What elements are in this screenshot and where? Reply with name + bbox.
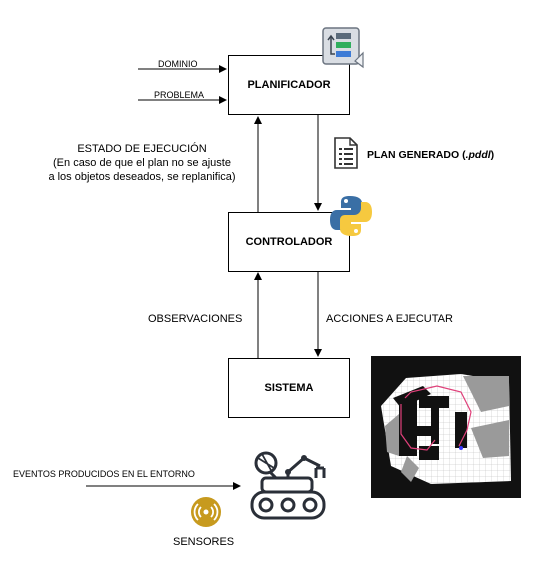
problema-label: PROBLEMA (154, 90, 205, 100)
controlador-box: CONTROLADOR (228, 212, 350, 272)
sistema-box: SISTEMA (228, 358, 350, 418)
acciones-label: ACCIONES A EJECUTAR (326, 313, 453, 325)
planner-flowchart-icon (322, 27, 364, 69)
estado-line-2: (En caso de que el plan no se ajuste (53, 157, 231, 169)
plan-generado-label: PLAN GENERADO (.pddl) (367, 148, 494, 162)
planificador-label: PLANIFICADOR (247, 79, 331, 91)
estado-ejecucion-label: ESTADO DE EJECUCIÓN (En caso de que el p… (30, 142, 254, 184)
planificador-box: PLANIFICADOR (228, 55, 350, 115)
rover-robot-icon (250, 451, 326, 520)
sistema-label: SISTEMA (264, 382, 314, 394)
plan-generado-suffix: ) (490, 149, 495, 161)
document-icon (334, 137, 358, 169)
eventos-label: EVENTOS PRODUCIDOS EN EL ENTORNO (13, 469, 195, 479)
estado-line-1: ESTADO DE EJECUCIÓN (77, 143, 207, 155)
python-logo-icon (330, 196, 372, 236)
plan-generado-ext: .pddl (465, 149, 491, 161)
plan-generado-prefix: PLAN GENERADO ( (367, 149, 466, 161)
occupancy-grid-map (371, 356, 521, 498)
observaciones-label: OBSERVACIONES (148, 313, 243, 325)
dominio-label: DOMINIO (158, 59, 198, 69)
sensor-icon (191, 497, 221, 527)
controlador-label: CONTROLADOR (245, 236, 333, 248)
estado-line-3: a los objetos deseados, se replanifica) (48, 171, 236, 183)
sensores-label: SENSORES (173, 536, 235, 548)
